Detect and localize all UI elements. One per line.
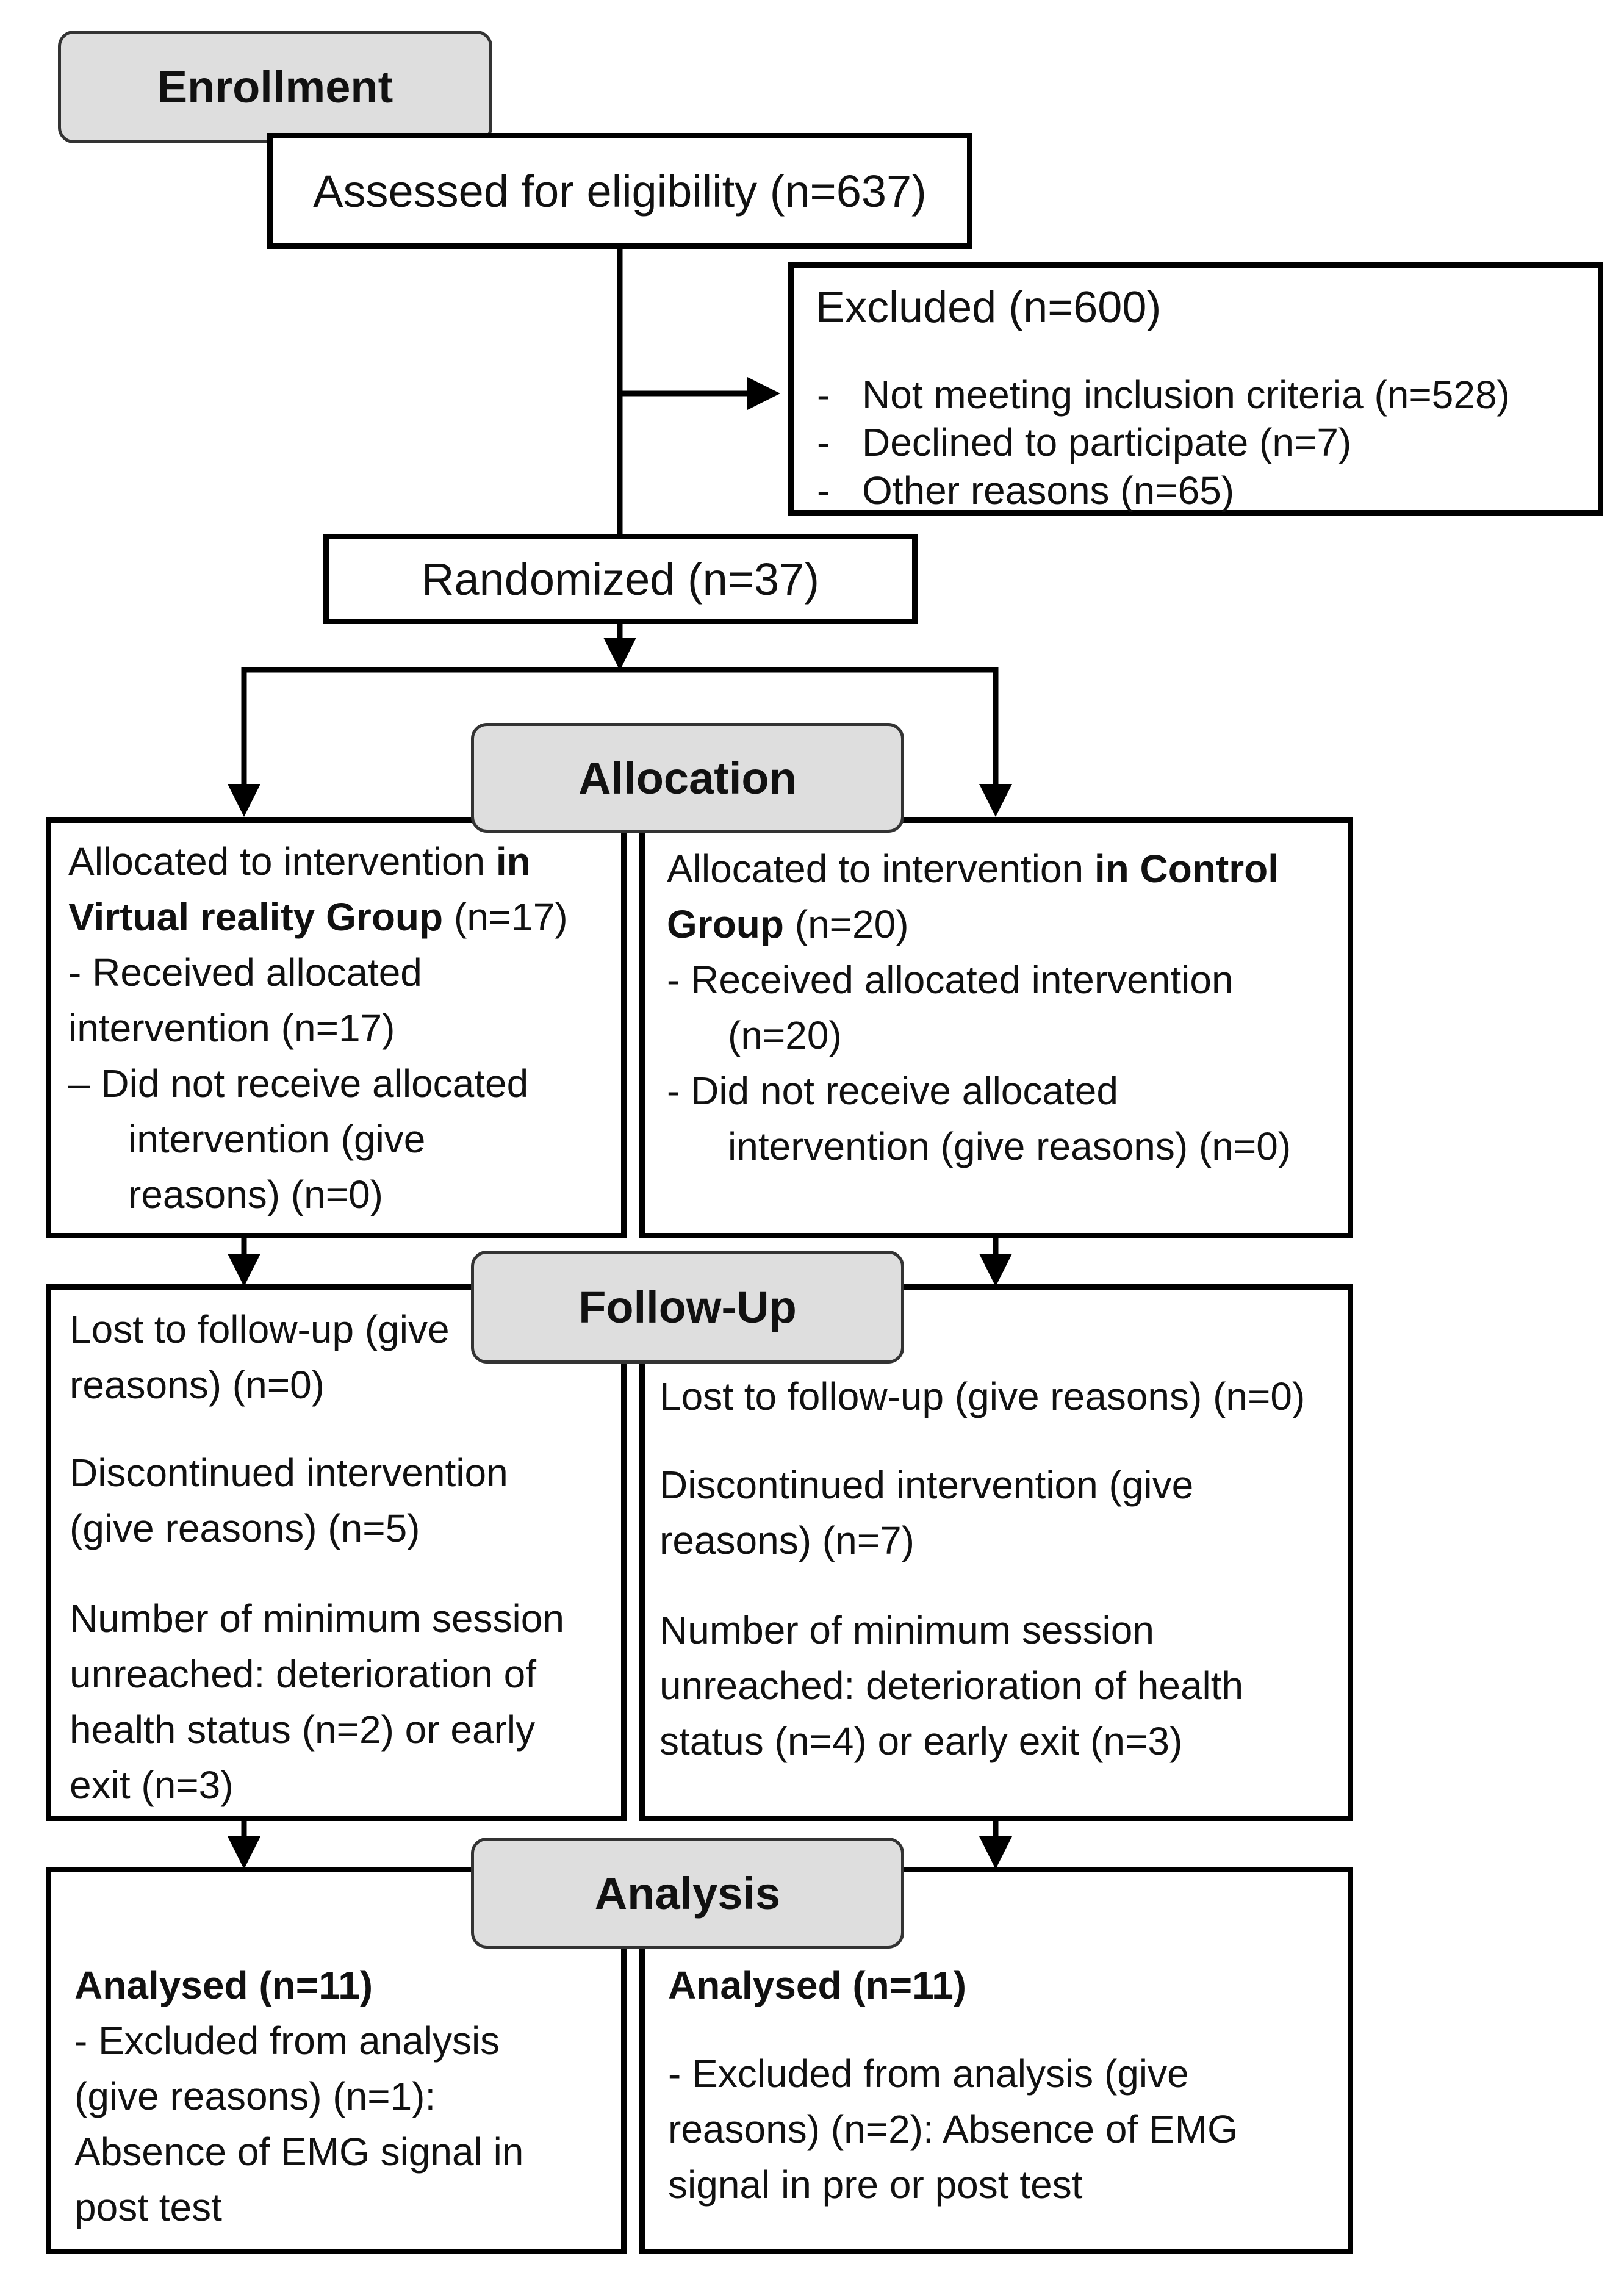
followup-left-line-1: Lost to follow-up (give: [70, 1307, 450, 1351]
followup-left-line-3: Discontinued intervention: [70, 1451, 508, 1495]
analysis-right-line-3: signal in pre or post test: [668, 2163, 1083, 2207]
excluded-item-1: Not meeting inclusion criteria (n=528): [862, 373, 1510, 417]
followup-left-line-4: (give reasons) (n=5): [70, 1506, 420, 1550]
stage-enrollment-label: Enrollment: [157, 62, 393, 112]
analysis-right-title: Analysed (n=11): [668, 1963, 967, 2007]
stage-analysis: Analysis: [471, 1838, 904, 1949]
excluded-title: Excluded (n=600): [816, 283, 1162, 332]
allocation-left-line-4: intervention (n=17): [68, 1006, 395, 1050]
excluded-item-2: Declined to participate (n=7): [862, 420, 1352, 464]
allocation-right-line-4: (n=20): [728, 1013, 842, 1057]
followup-left-line-8: exit (n=3): [70, 1763, 234, 1807]
analysis-right-box: Analysed (n=11) - Excluded from analysis…: [639, 1867, 1353, 2254]
allocation-left-box: Allocated to intervention in Virtual rea…: [46, 817, 627, 1238]
followup-left-line-2: reasons) (n=0): [70, 1363, 325, 1407]
followup-right-line-5: unreached: deterioration of health: [659, 1664, 1244, 1708]
allocation-right-box: Allocated to intervention in Control Gro…: [639, 817, 1353, 1238]
stage-allocation-label: Allocation: [578, 752, 797, 803]
followup-right-line-2: Discontinued intervention (give: [659, 1463, 1194, 1507]
analysis-left-title: Analysed (n=11): [74, 1963, 373, 2007]
analysis-right-line-1: - Excluded from analysis (give: [668, 2052, 1189, 2096]
analysis-right-line-2: reasons) (n=2): Absence of EMG: [668, 2107, 1238, 2151]
allocation-right-line-2: Group (n=20): [667, 902, 909, 946]
excluded-bullet-1: -: [817, 373, 830, 417]
analysis-left-line-1: - Excluded from analysis: [74, 2019, 500, 2063]
allocation-left-line-6: intervention (give: [128, 1117, 426, 1161]
followup-right-line-3: reasons) (n=7): [659, 1518, 914, 1562]
followup-right-line-1: Lost to follow-up (give reasons) (n=0): [659, 1374, 1306, 1418]
allocation-left-line-1: Allocated to intervention in: [68, 839, 531, 883]
excluded-box: Excluded (n=600) - Not meeting inclusion…: [788, 262, 1603, 516]
analysis-left-line-3: Absence of EMG signal in: [74, 2130, 524, 2174]
followup-left-line-5: Number of minimum session: [70, 1597, 564, 1640]
assessed-box: Assessed for eligibility (n=637): [267, 133, 972, 249]
allocation-right-line-6: intervention (give reasons) (n=0): [728, 1124, 1292, 1168]
allocation-left-line-2: Virtual reality Group (n=17): [68, 895, 568, 939]
excluded-bullet-2: -: [817, 420, 830, 464]
allocation-left-line-5: – Did not receive allocated: [68, 1062, 529, 1105]
excluded-bullet-3: -: [817, 469, 830, 512]
followup-right-line-4: Number of minimum session: [659, 1608, 1154, 1652]
allocation-right-line-5: - Did not receive allocated: [667, 1069, 1118, 1113]
followup-left-box: Lost to follow-up (give reasons) (n=0) D…: [46, 1284, 627, 1821]
analysis-left-box: Analysed (n=11) - Excluded from analysis…: [46, 1867, 627, 2254]
stage-analysis-label: Analysis: [594, 1867, 781, 1919]
allocation-left-line-7: reasons) (n=0): [128, 1173, 383, 1216]
allocation-right-line-1: Allocated to intervention in Control: [667, 847, 1279, 891]
assessed-label: Assessed for eligibility (n=637): [313, 165, 927, 217]
excluded-item-3: Other reasons (n=65): [862, 469, 1235, 512]
analysis-left-line-4: post test: [74, 2185, 222, 2229]
followup-left-line-7: health status (n=2) or early: [70, 1708, 536, 1752]
stage-follow-up-label: Follow-Up: [578, 1282, 797, 1332]
stage-allocation: Allocation: [471, 723, 904, 833]
followup-left-line-6: unreached: deterioration of: [70, 1652, 536, 1696]
allocation-right-line-3: - Received allocated intervention: [667, 958, 1234, 1002]
followup-right-box: Lost to follow-up (give reasons) (n=0) D…: [639, 1284, 1353, 1821]
stage-enrollment: Enrollment: [58, 31, 492, 143]
randomized-box: Randomized (n=37): [323, 534, 918, 624]
stage-follow-up: Follow-Up: [471, 1251, 904, 1364]
randomized-label: Randomized (n=37): [422, 553, 819, 605]
analysis-left-line-2: (give reasons) (n=1):: [74, 2074, 436, 2118]
allocation-left-line-3: - Received allocated: [68, 950, 422, 994]
followup-right-line-6: status (n=4) or early exit (n=3): [659, 1719, 1183, 1763]
